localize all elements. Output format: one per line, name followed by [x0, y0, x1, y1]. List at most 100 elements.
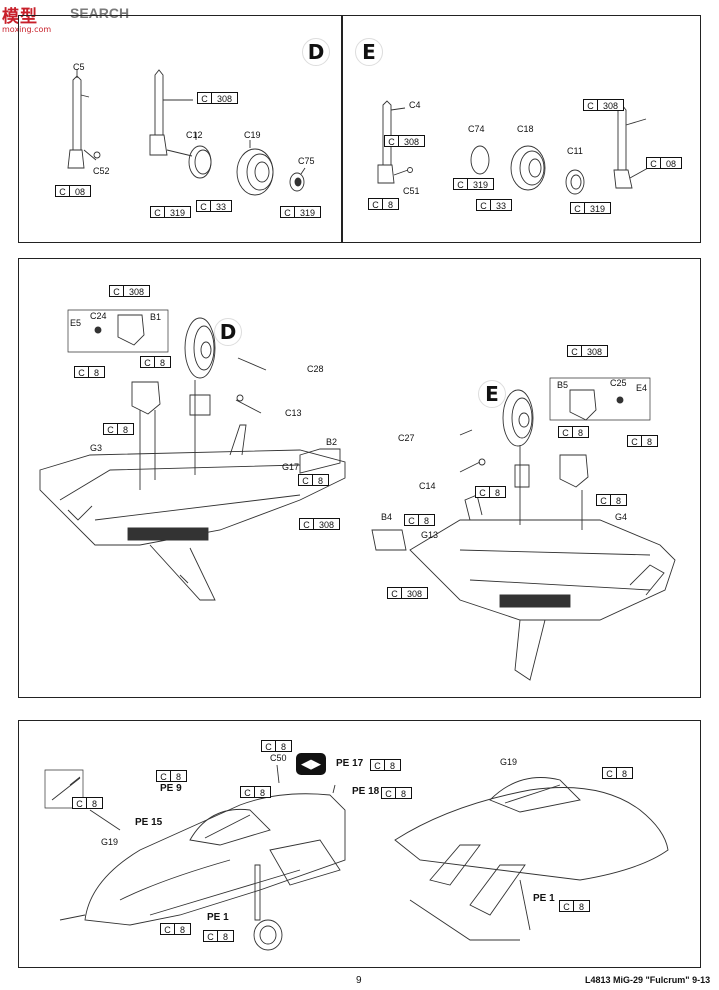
label-c19: C19: [244, 130, 261, 140]
label-c14: C14: [419, 481, 436, 491]
tag-num: 308: [404, 137, 420, 147]
tag-c: C: [104, 424, 118, 435]
label-c18: C18: [517, 124, 534, 134]
tag-c: C: [198, 93, 212, 104]
tag-num: 319: [590, 204, 606, 214]
tag-num: 08: [75, 187, 86, 197]
tag-c: C: [241, 787, 255, 798]
tag-c: C: [647, 158, 661, 169]
tag-num: 8: [92, 799, 98, 809]
tag-num: 8: [176, 772, 182, 782]
tag-c: C: [157, 771, 171, 782]
tag-c: C: [568, 346, 582, 357]
label-c75: C75: [298, 156, 315, 166]
label-c52: C52: [93, 166, 110, 176]
tag-num: 8: [160, 358, 166, 368]
panel-fuselage-details: [18, 720, 701, 968]
label-g19: G19: [500, 757, 518, 767]
step-d-badge: D: [214, 318, 242, 346]
kit-title: L4813 MiG-29 "Fulcrum" 9-13: [585, 975, 711, 985]
label-pe9: PE 9: [160, 783, 182, 794]
tag-c: C: [300, 519, 314, 530]
tag-c: C: [388, 588, 402, 599]
tag-c: C: [299, 475, 313, 486]
tag-c319: C 319: [570, 202, 612, 214]
label-c25: C25: [610, 378, 627, 388]
tag-num: 8: [579, 902, 585, 912]
tag-c: C: [110, 286, 124, 297]
label-c13: C13: [285, 408, 302, 418]
tag-num: 8: [223, 932, 229, 942]
tag-c: C: [454, 179, 468, 190]
reverse-side-icon: ◀▶: [296, 753, 326, 775]
tag-c: C: [385, 136, 399, 147]
tag-c: C: [262, 741, 276, 752]
label-c74: C74: [468, 124, 485, 134]
tag-c33: C 33: [476, 199, 513, 211]
label-e5: E5: [70, 318, 82, 328]
watermark-logo: 模型: [2, 7, 38, 27]
label-pe1: PE 1: [207, 912, 229, 923]
step-e-badge: E: [478, 380, 506, 408]
tag-num: 308: [319, 520, 335, 530]
tag-num: 33: [216, 202, 227, 212]
tag-num: 319: [473, 180, 489, 190]
tag-c08: C 08: [55, 185, 92, 197]
tag-c308: C 308: [299, 518, 341, 530]
tag-num: 8: [495, 488, 501, 498]
tag-c: C: [584, 100, 598, 111]
tag-c: C: [571, 203, 585, 214]
tag-c: C: [477, 200, 491, 211]
tag-c: C: [597, 495, 611, 506]
tag-num: 8: [401, 789, 407, 799]
label-pe15: PE 15: [135, 817, 163, 828]
label-b4: B4: [381, 512, 393, 522]
panel-main-gear-install: [18, 258, 701, 698]
tag-num: 8: [388, 200, 394, 210]
tag-c: C: [56, 186, 70, 197]
label-c28: C28: [307, 364, 324, 374]
tag-c319: C 319: [453, 178, 495, 190]
label-g4: G4: [615, 512, 628, 522]
tag-num: 8: [260, 788, 266, 798]
panel-divider: [341, 15, 343, 243]
label-c50: C50: [270, 753, 287, 763]
tag-c: C: [405, 515, 419, 526]
watermark: 模型 SEARCH moxing.com: [0, 0, 170, 36]
watermark-url: moxing.com: [2, 25, 52, 34]
tag-c: C: [628, 436, 642, 447]
tag-num: 8: [424, 516, 430, 526]
tag-num: 33: [496, 201, 507, 211]
label-e4: E4: [636, 383, 648, 393]
tag-c: C: [75, 367, 89, 378]
tag-c308: C 308: [583, 99, 625, 111]
tag-c: C: [73, 798, 87, 809]
tag-num: 08: [666, 159, 677, 169]
tag-num: 319: [170, 208, 186, 218]
tag-c: C: [476, 487, 490, 498]
label-pe18: PE 18: [352, 786, 380, 797]
tag-num: 308: [603, 101, 619, 111]
tag-c: C: [559, 427, 573, 438]
tag-num: 308: [407, 589, 423, 599]
tag-num: 8: [390, 761, 396, 771]
